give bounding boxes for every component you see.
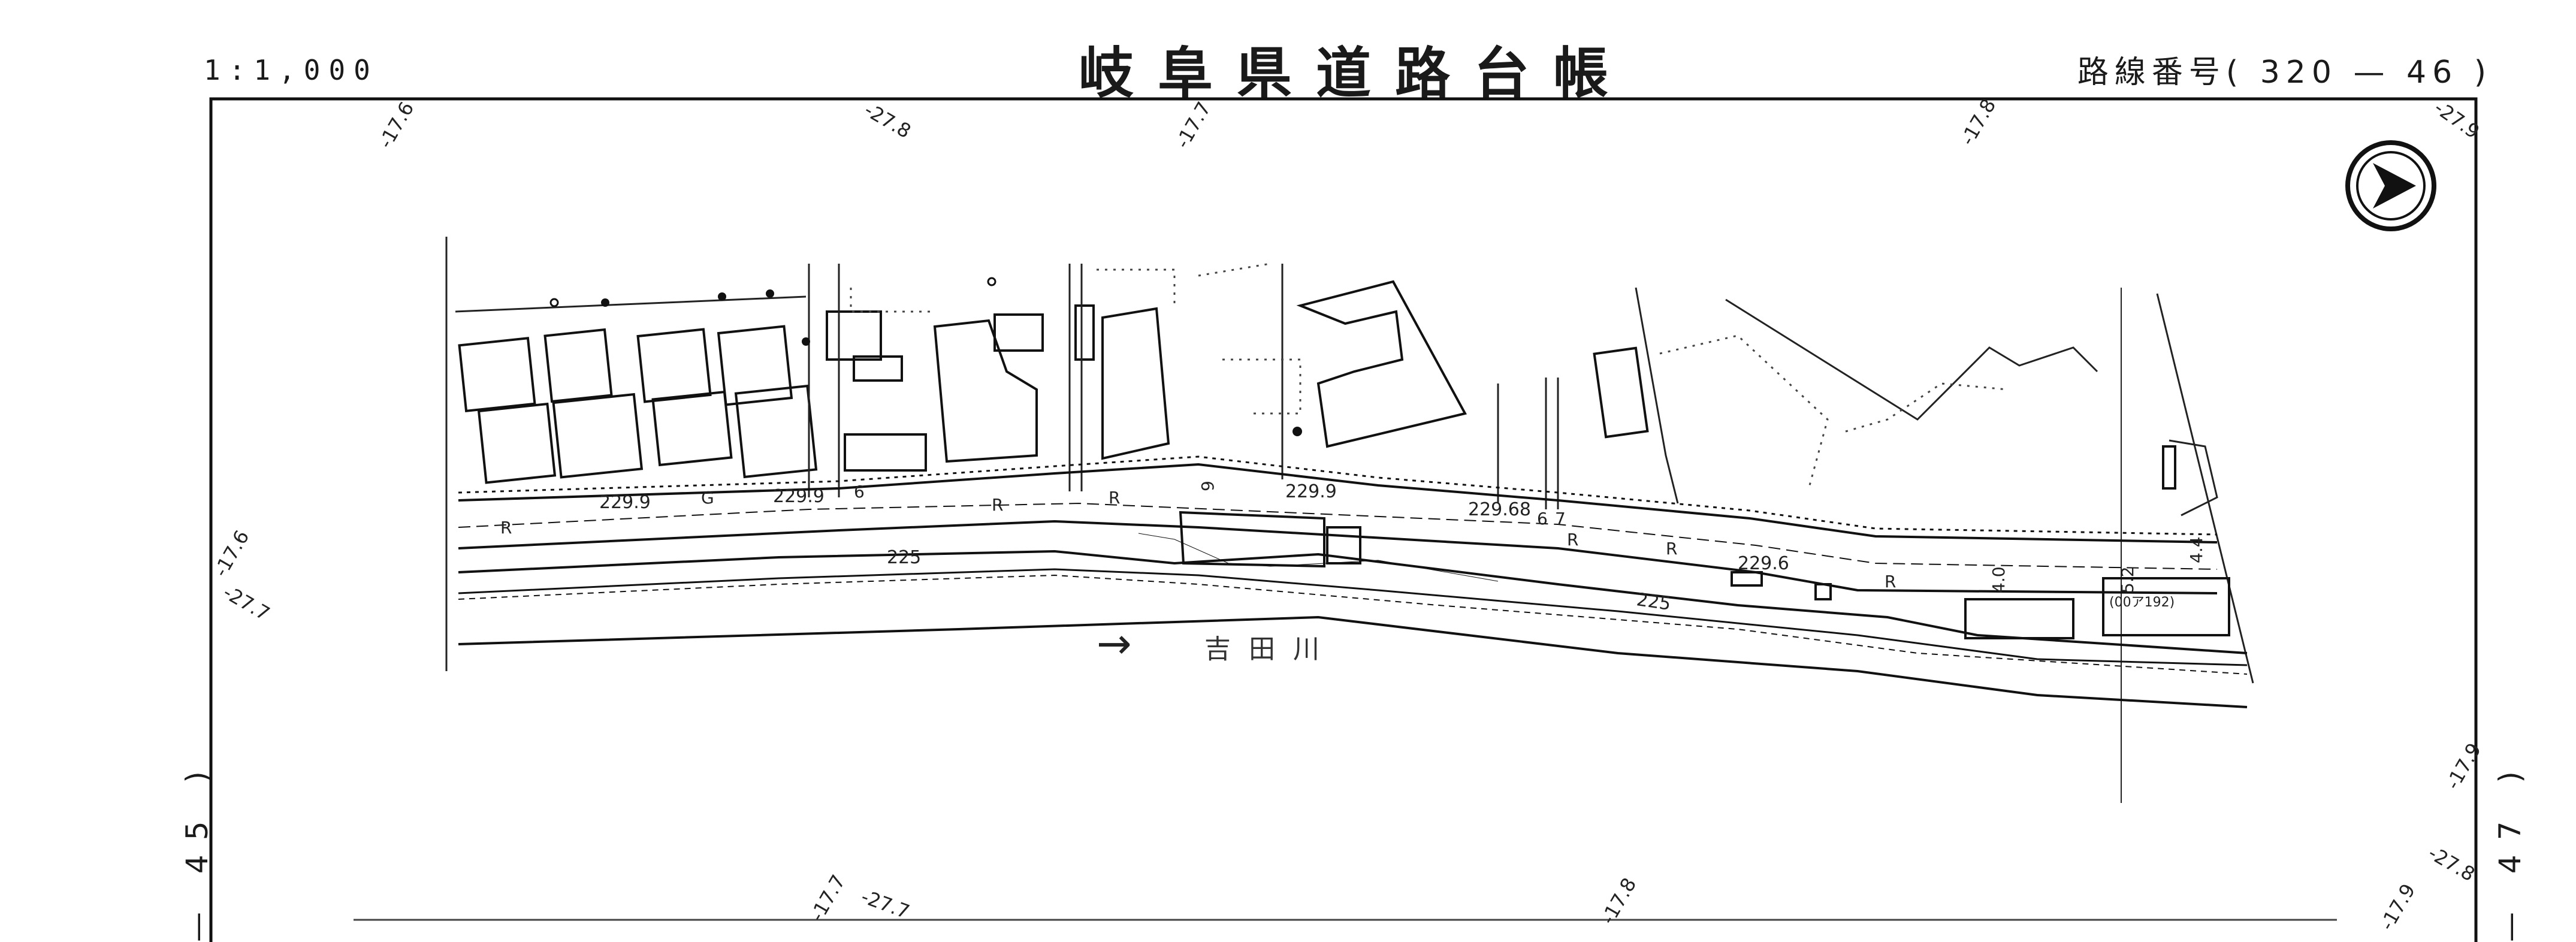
- elevation-label: 229.9: [599, 492, 651, 513]
- elevation-label: 229.9: [1285, 481, 1337, 502]
- road-mark: R: [1885, 572, 1896, 591]
- road-mark: R: [1109, 488, 1120, 508]
- road-mark: R: [500, 518, 512, 538]
- dotted-boundaries: [850, 262, 2008, 486]
- elevation-labels: 229.9 229.9 229.9 229.68 229.6 225 225: [599, 481, 1789, 615]
- road-mark: 7: [1555, 509, 1566, 529]
- road-mark: 4.4: [2187, 536, 2206, 563]
- north-arrow-icon: [2345, 140, 2436, 231]
- road-mark: R: [1567, 530, 1578, 550]
- grid-label: -27.7: [858, 885, 913, 923]
- road-marks: R R R R R R G 6 6 7 9 4.0 5.2 4.4: [500, 481, 2206, 593]
- river-banks: [458, 533, 2248, 708]
- route-open-paren: (: [2225, 55, 2245, 90]
- route-close-paren: ): [2474, 55, 2492, 90]
- elevation-label: 229.6: [1738, 553, 1789, 574]
- grid-label: -17.9: [2441, 739, 2486, 793]
- grid-label: -17.6: [209, 526, 253, 581]
- sheet-title: 岐阜県道路台帳: [1079, 41, 1633, 105]
- road-mark: G: [701, 488, 714, 508]
- road-mark: 4.0: [1989, 566, 2009, 593]
- survey-area: [445, 237, 2254, 803]
- grid-label: -17.7: [1171, 98, 1215, 152]
- route-number-value: 320 — 46: [2260, 55, 2459, 90]
- road-mark: 6: [1537, 509, 1548, 529]
- elevation-label: 225: [887, 547, 921, 568]
- route-number: 路線番号( 320 — 46 ): [2077, 47, 2492, 92]
- river-structures: [1179, 511, 2230, 639]
- road-mark: R: [992, 495, 1003, 515]
- route-label: 路線番号: [2077, 55, 2226, 90]
- property-lines: [455, 264, 2218, 517]
- grid-label: -27.7: [219, 581, 274, 625]
- grid-label: -17.8: [1956, 95, 2000, 149]
- grid-label: -17.7: [805, 871, 850, 925]
- grid-label: -17.9: [2375, 880, 2420, 934]
- elevation-label: 229.68: [1468, 499, 1531, 520]
- map-frame: [209, 97, 2478, 942]
- road-mark: 5.2: [2118, 566, 2137, 593]
- grid-label: -17.6: [374, 98, 418, 152]
- road-mark: 9: [1198, 481, 1218, 491]
- river-name: 吉田川: [1204, 634, 1337, 665]
- flow-direction-arrow: →: [1097, 619, 1132, 668]
- scale-label: 1:1,000: [204, 54, 379, 86]
- point-symbols: [549, 277, 1302, 436]
- buildings: [458, 280, 2176, 490]
- map-note: (00ア192): [2109, 595, 2175, 610]
- road: [458, 455, 2218, 594]
- grid-label: -27.8: [2424, 841, 2479, 886]
- road-mark: R: [1666, 539, 1677, 558]
- elevation-label: 229.9: [773, 486, 825, 507]
- road-mark: 6: [854, 482, 865, 502]
- sheet-header: 1:1,000 岐阜県道路台帳 路線番号( 320 — 46 ): [0, 0, 2576, 105]
- grid-label: -27.8: [860, 98, 915, 143]
- elevation-label: 225: [1635, 589, 1672, 615]
